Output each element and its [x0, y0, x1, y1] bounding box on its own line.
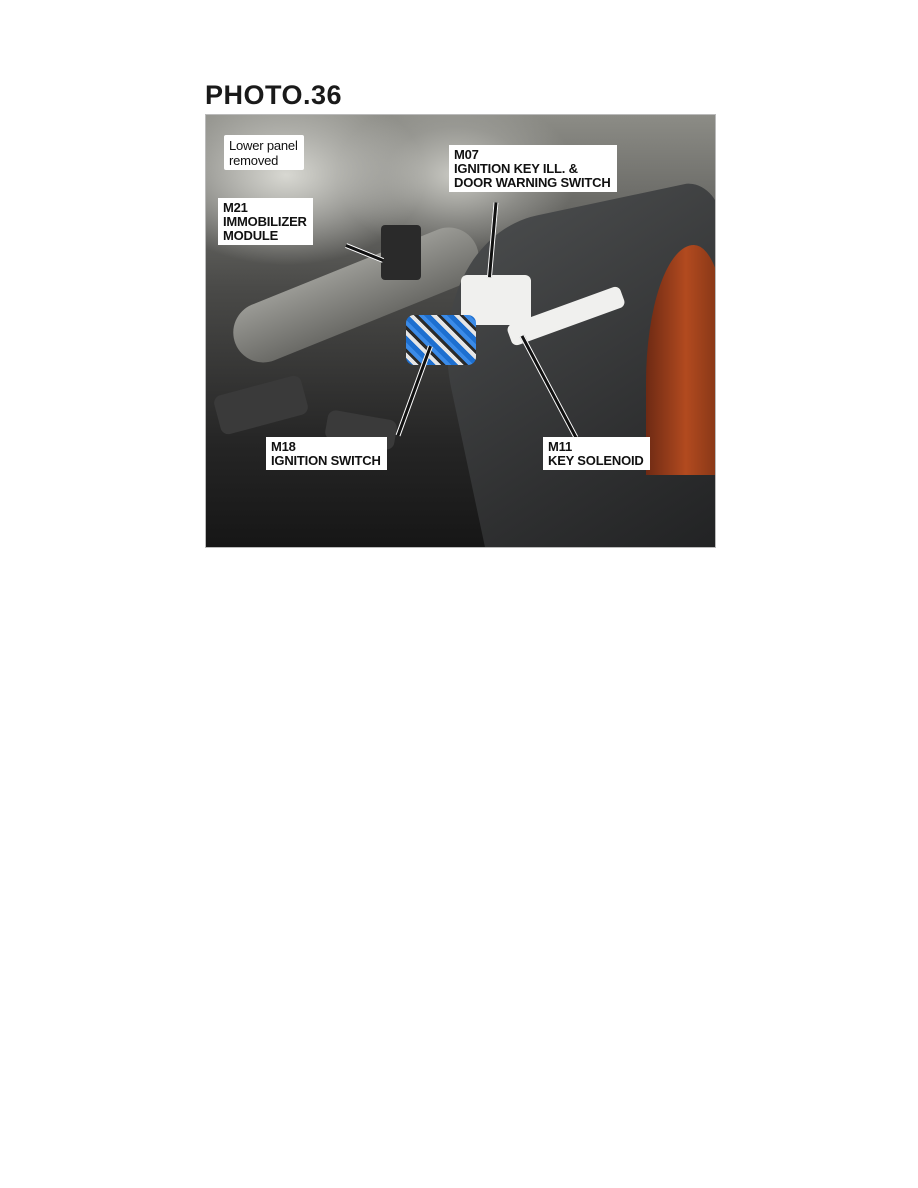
- immobilizer-module-shape: [381, 225, 421, 280]
- photo-steering-column-connectors: Lower panel removed M07 IGNITION KEY ILL…: [205, 114, 716, 548]
- callout-code: M11: [548, 439, 572, 454]
- callout-code: M21: [223, 200, 248, 215]
- callout-line: MODULE: [223, 228, 279, 243]
- callout-line: DOOR WARNING SWITCH: [454, 175, 611, 190]
- pedal-shape: [212, 374, 310, 436]
- callout-line: IGNITION SWITCH: [271, 453, 381, 468]
- callout-lower-panel-removed: Lower panel removed: [224, 135, 304, 170]
- callout-code: M07: [454, 147, 479, 162]
- callout-line: Lower panel: [229, 138, 298, 153]
- photo-title: PHOTO.36: [205, 80, 343, 110]
- callout-line: IMMOBILIZER: [223, 214, 307, 229]
- callout-m07: M07 IGNITION KEY ILL. & DOOR WARNING SWI…: [449, 145, 617, 192]
- callout-line: removed: [229, 153, 279, 168]
- callout-code: M18: [271, 439, 296, 454]
- wire-harness-shape: [406, 315, 476, 365]
- callout-line: KEY SOLENOID: [548, 453, 644, 468]
- callout-line: IGNITION KEY ILL. &: [454, 161, 578, 176]
- callout-m21: M21 IMMOBILIZER MODULE: [218, 198, 313, 245]
- callout-m11: M11 KEY SOLENOID: [543, 437, 650, 470]
- callout-m18: M18 IGNITION SWITCH: [266, 437, 387, 470]
